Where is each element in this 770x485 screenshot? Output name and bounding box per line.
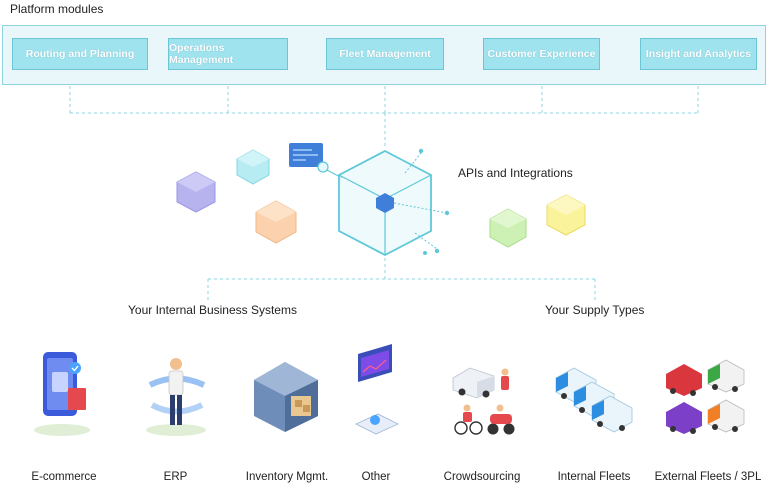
module-insight-analytics[interactable]: Insight and Analytics xyxy=(640,38,757,70)
module-customer-experience[interactable]: Customer Experience xyxy=(483,38,600,70)
crowdsourcing-van-icon xyxy=(452,367,509,399)
apis-integrations-label: APIs and Integrations xyxy=(458,166,573,180)
module-fleet-management[interactable]: Fleet Management xyxy=(326,38,444,70)
courier-bike-icon xyxy=(454,404,515,435)
erp-person-icon xyxy=(146,358,206,436)
internal-systems-title: Your Internal Business Systems xyxy=(128,303,297,317)
yellow-cube-icon xyxy=(546,194,586,236)
label-ecommerce: E-commerce xyxy=(31,471,97,483)
central-api-cube-icon xyxy=(338,148,450,257)
connector-lines xyxy=(69,86,699,300)
label-external-fleets: External Fleets / 3PL xyxy=(654,471,762,483)
purple-cube-icon xyxy=(176,171,216,213)
label-crowdsourcing: Crowdsourcing xyxy=(443,471,521,483)
warehouse-icon xyxy=(254,362,318,432)
code-snippet-icon xyxy=(289,143,343,179)
external-fleet-vans-icon xyxy=(666,359,745,434)
label-other: Other xyxy=(361,471,391,483)
label-internal-fleets: Internal Fleets xyxy=(557,471,631,483)
module-operations-management[interactable]: Operations Management xyxy=(168,38,288,70)
teal-cube-icon xyxy=(236,149,270,185)
platform-modules-title: Platform modules xyxy=(10,2,104,16)
orange-cube-icon xyxy=(255,200,297,244)
supply-types-title: Your Supply Types xyxy=(545,303,645,317)
green-cube-icon xyxy=(489,208,527,248)
ecommerce-phone-icon xyxy=(34,352,90,436)
label-erp: ERP xyxy=(163,471,188,483)
internal-fleet-trucks-icon xyxy=(555,367,633,433)
label-inventory: Inventory Mgmt. xyxy=(245,471,329,483)
dashboard-screen-icon xyxy=(358,344,392,382)
module-routing-planning[interactable]: Routing and Planning xyxy=(12,38,148,70)
document-tray-icon xyxy=(355,413,399,435)
